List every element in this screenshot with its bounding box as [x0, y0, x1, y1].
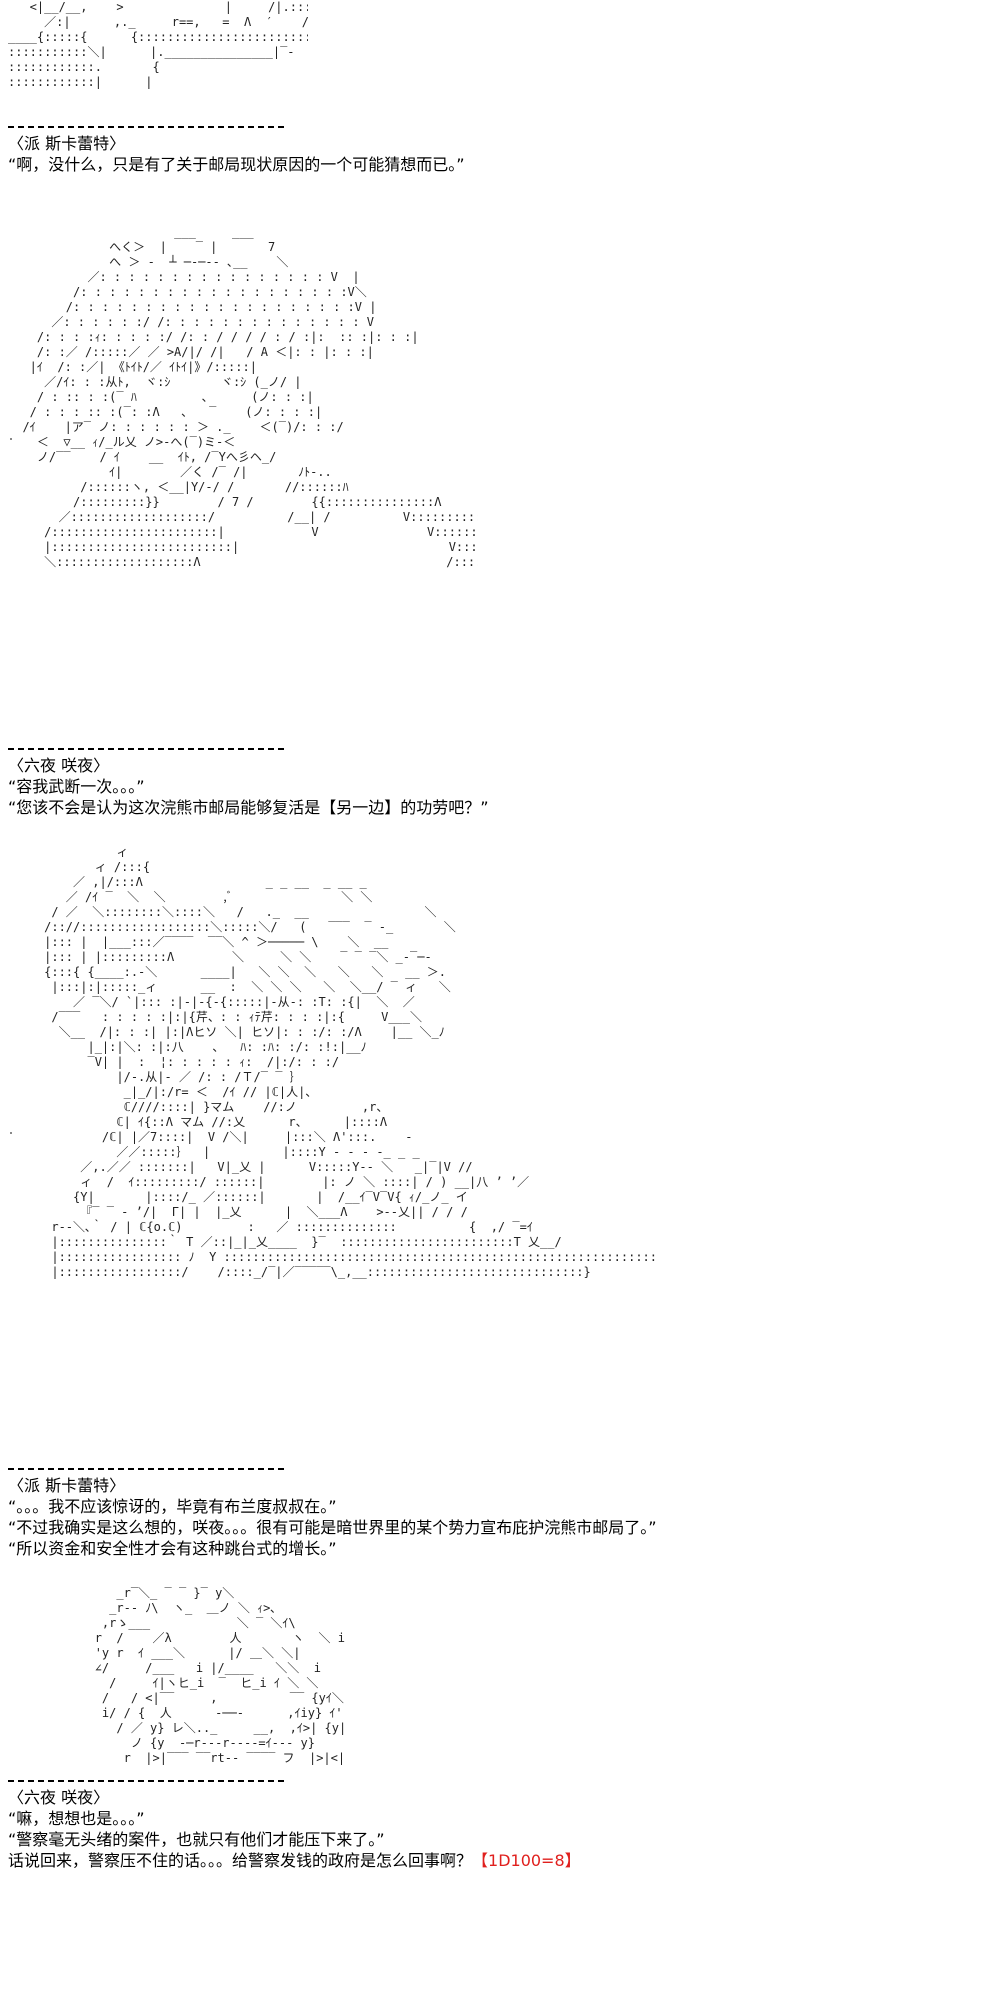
separator	[8, 126, 284, 128]
dialog-block: 〈六夜 咲夜〉 “嘛，想想也是。。。” “警察毫无头绪的案件，也就只有他们才能压…	[8, 1787, 968, 1871]
ascii-art-remilia: ___ ___ へく＞ | ‾ | 7 へ ＞ - ┴ ─‐─‐- ､__ ＼ …	[22, 225, 478, 569]
dialog-block: 〈派 斯卡蕾特〉 “。。。我不应该惊讶的，毕竟有布兰度叔叔在。” “不过我确实是…	[8, 1475, 968, 1559]
ascii-art-small: _r‾＼_ ‾ ‾ }‾ y＼ _r‐‐ ﾉ\ ヽ_ ＿ノ ＼ ｨ>､ ,rゝ_…	[94, 1586, 348, 1765]
dialog-line: “。。。我不应该惊讶的，毕竟有布兰度叔叔在。”	[8, 1497, 337, 1516]
dialog-line: “嘛，想想也是。。。”	[8, 1809, 145, 1828]
separator	[8, 1468, 284, 1470]
dialog-line: “不过我确实是这么想的，咲夜。。。很有可能是暗世界里的某个势力宣布庇护浣熊市邮局…	[8, 1518, 657, 1537]
dialog-line: “啊，没什么，只是有了关于邮局现状原因的一个可能猜想而已。”	[8, 155, 465, 174]
dialog-line: “所以资金和安全性才会有这种跳台式的增长。”	[8, 1539, 337, 1558]
dialog-line: “容我武断一次。。。”	[8, 777, 145, 796]
dice-roll-result: 【1D100=8】	[472, 1851, 581, 1870]
dialog-text: 话说回来，警察压不住的话。。。给警察发钱的政府是怎么回事啊？	[8, 1851, 473, 1870]
ascii-art-sakuya-large: ィ ィ /:::{ ／ ,|/:::Λ _ _ __ _ __ _ ／ /ｲ ‾…	[44, 845, 658, 1279]
speaker-label: 〈派 斯卡蕾特〉	[8, 1476, 126, 1495]
ascii-art-top: <|__/__, > | /|.:::Y/ア ／:| ,._ r==, = Λ …	[8, 0, 308, 89]
speaker-label: 〈派 斯卡蕾特〉	[8, 134, 126, 153]
margin-dot	[10, 438, 12, 440]
separator	[8, 1780, 284, 1782]
margin-dot	[10, 1132, 12, 1134]
speaker-label: 〈六夜 咲夜〉	[8, 1788, 110, 1807]
speaker-label: 〈六夜 咲夜〉	[8, 756, 110, 775]
dialog-block: 〈六夜 咲夜〉 “容我武断一次。。。” “您该不会是认为这次浣熊市邮局能够复活是…	[8, 755, 968, 818]
dialog-line-last: 话说回来，警察压不住的话。。。给警察发钱的政府是怎么回事啊？【1D100=8】	[8, 1850, 968, 1871]
dialog-line: “警察毫无头绪的案件，也就只有他们才能压下来了。”	[8, 1830, 385, 1849]
dialog-line: “您该不会是认为这次浣熊市邮局能够复活是【另一边】的功劳吧？”	[8, 798, 489, 817]
separator	[8, 748, 284, 750]
dialog-block: 〈派 斯卡蕾特〉 “啊，没什么，只是有了关于邮局现状原因的一个可能猜想而已。”	[8, 133, 968, 175]
